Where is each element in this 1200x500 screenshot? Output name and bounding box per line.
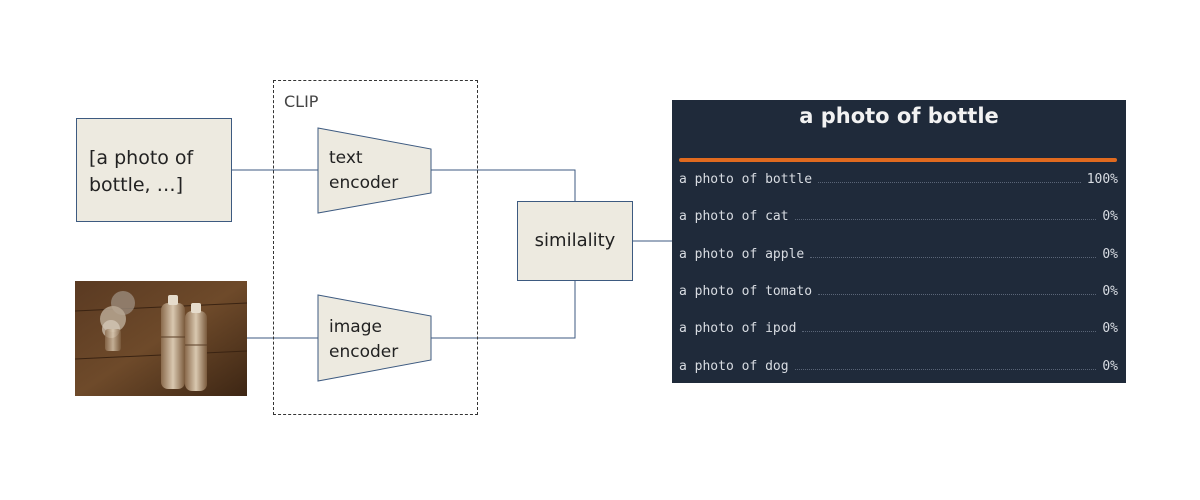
bottles-photo — [75, 281, 247, 396]
similarity-box: similality — [517, 201, 633, 281]
result-row: a photo of ipod 0% — [679, 316, 1118, 336]
result-row: a photo of cat 0% — [679, 204, 1118, 224]
clip-label: CLIP — [284, 92, 319, 111]
result-row: a photo of dog 0% — [679, 354, 1118, 374]
result-row-value: 0% — [1102, 284, 1118, 299]
image-encoder-shape — [317, 294, 432, 382]
image-encoder-label-line2: encoder — [329, 342, 399, 362]
input-text-line2: bottle, …] — [89, 174, 184, 196]
result-row-label: a photo of apple — [679, 247, 805, 262]
similarity-label: similality — [534, 230, 616, 251]
result-row-leader — [802, 330, 1097, 332]
wire-image-encoder-to-similarity — [431, 281, 576, 339]
result-row-leader — [818, 293, 1097, 295]
text-encoder-label-line2: encoder — [329, 173, 399, 193]
results-panel: a photo of bottle a photo of bottle 100%… — [672, 100, 1126, 383]
result-row: a photo of bottle 100% — [679, 167, 1118, 187]
result-row-leader — [810, 256, 1097, 258]
result-row-label: a photo of dog — [679, 359, 789, 374]
result-row-label: a photo of ipod — [679, 321, 797, 336]
input-text-line1: [a photo of — [89, 147, 194, 169]
result-row-label: a photo of cat — [679, 209, 789, 224]
clip-model-frame — [273, 80, 478, 415]
result-row-value: 0% — [1102, 321, 1118, 336]
text-encoder-shape — [317, 127, 432, 214]
result-row: a photo of tomato 0% — [679, 279, 1118, 299]
result-row-label: a photo of bottle — [679, 172, 813, 187]
result-row-value: 0% — [1102, 209, 1118, 224]
results-accent-bar — [679, 158, 1117, 162]
result-row-label: a photo of tomato — [679, 284, 813, 299]
input-text-box: [a photo of bottle, …] — [76, 118, 232, 222]
result-row-value: 0% — [1102, 247, 1118, 262]
result-row-leader — [818, 181, 1081, 183]
wire-text-encoder-to-similarity — [431, 169, 576, 201]
result-row-value: 100% — [1086, 172, 1118, 187]
result-row-value: 0% — [1102, 359, 1118, 374]
image-encoder-label-line1: image — [329, 317, 382, 337]
result-row: a photo of apple 0% — [679, 242, 1118, 262]
result-row-leader — [794, 368, 1097, 370]
result-row-leader — [794, 218, 1097, 220]
text-encoder-label-line1: text — [329, 148, 363, 168]
results-title: a photo of bottle — [799, 104, 999, 128]
